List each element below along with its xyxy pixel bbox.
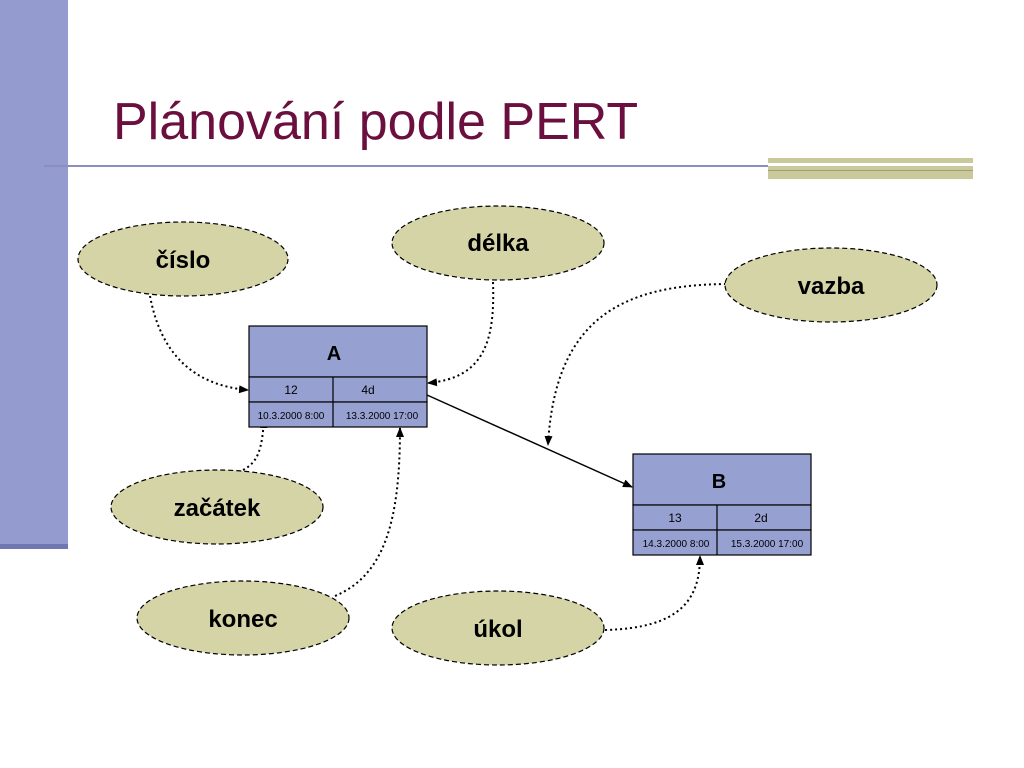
bubble-ukol: úkol bbox=[391, 590, 605, 666]
bubble-vazba-label: vazba bbox=[798, 273, 865, 300]
connector-vazba bbox=[544, 283, 727, 446]
task-node-a[interactable]: A 12 4d 10.3.2000 8:00 13.3.2000 17:00 bbox=[248, 325, 428, 428]
bubble-ukol-label: úkol bbox=[473, 616, 522, 643]
connector-delka bbox=[427, 281, 495, 387]
bubble-zacatek: začátek bbox=[110, 469, 324, 545]
task-node-b[interactable]: B 13 2d 14.3.2000 8:00 15.3.2000 17:00 bbox=[632, 453, 812, 556]
bubble-zacatek-label: začátek bbox=[174, 495, 261, 522]
node-a-number: 12 bbox=[284, 383, 298, 397]
left-decor-bar bbox=[0, 0, 68, 546]
bubble-konec-label: konec bbox=[208, 606, 277, 633]
node-b-end: 15.3.2000 17:00 bbox=[731, 539, 804, 550]
bubble-delka: délka bbox=[391, 205, 605, 281]
node-b-number: 13 bbox=[668, 511, 682, 525]
bubble-vazba: vazba bbox=[724, 247, 938, 323]
node-b-name: B bbox=[712, 471, 726, 493]
bubble-konec: konec bbox=[136, 580, 350, 656]
connector-konec bbox=[334, 427, 404, 597]
title-accent-stripe-dark bbox=[768, 170, 973, 171]
left-decor-bar-shadow bbox=[0, 544, 68, 549]
connector-cislo bbox=[149, 295, 249, 394]
node-a-name: A bbox=[327, 343, 341, 365]
title-accent-stripe bbox=[768, 163, 973, 166]
node-b-duration: 2d bbox=[754, 511, 767, 525]
dependency-arrow bbox=[426, 394, 633, 488]
node-a-end: 13.3.2000 17:00 bbox=[346, 411, 419, 422]
title-rule bbox=[44, 165, 970, 167]
node-a-duration: 4d bbox=[361, 383, 374, 397]
bubble-cislo: číslo bbox=[77, 221, 289, 297]
bubble-cislo-label: číslo bbox=[156, 247, 211, 274]
slide-title: Plánování podle PERT bbox=[113, 93, 639, 151]
node-a-start: 10.3.2000 8:00 bbox=[258, 411, 325, 422]
connector-ukol bbox=[604, 555, 704, 631]
node-b-start: 14.3.2000 8:00 bbox=[643, 539, 710, 550]
bubble-delka-label: délka bbox=[467, 230, 529, 257]
